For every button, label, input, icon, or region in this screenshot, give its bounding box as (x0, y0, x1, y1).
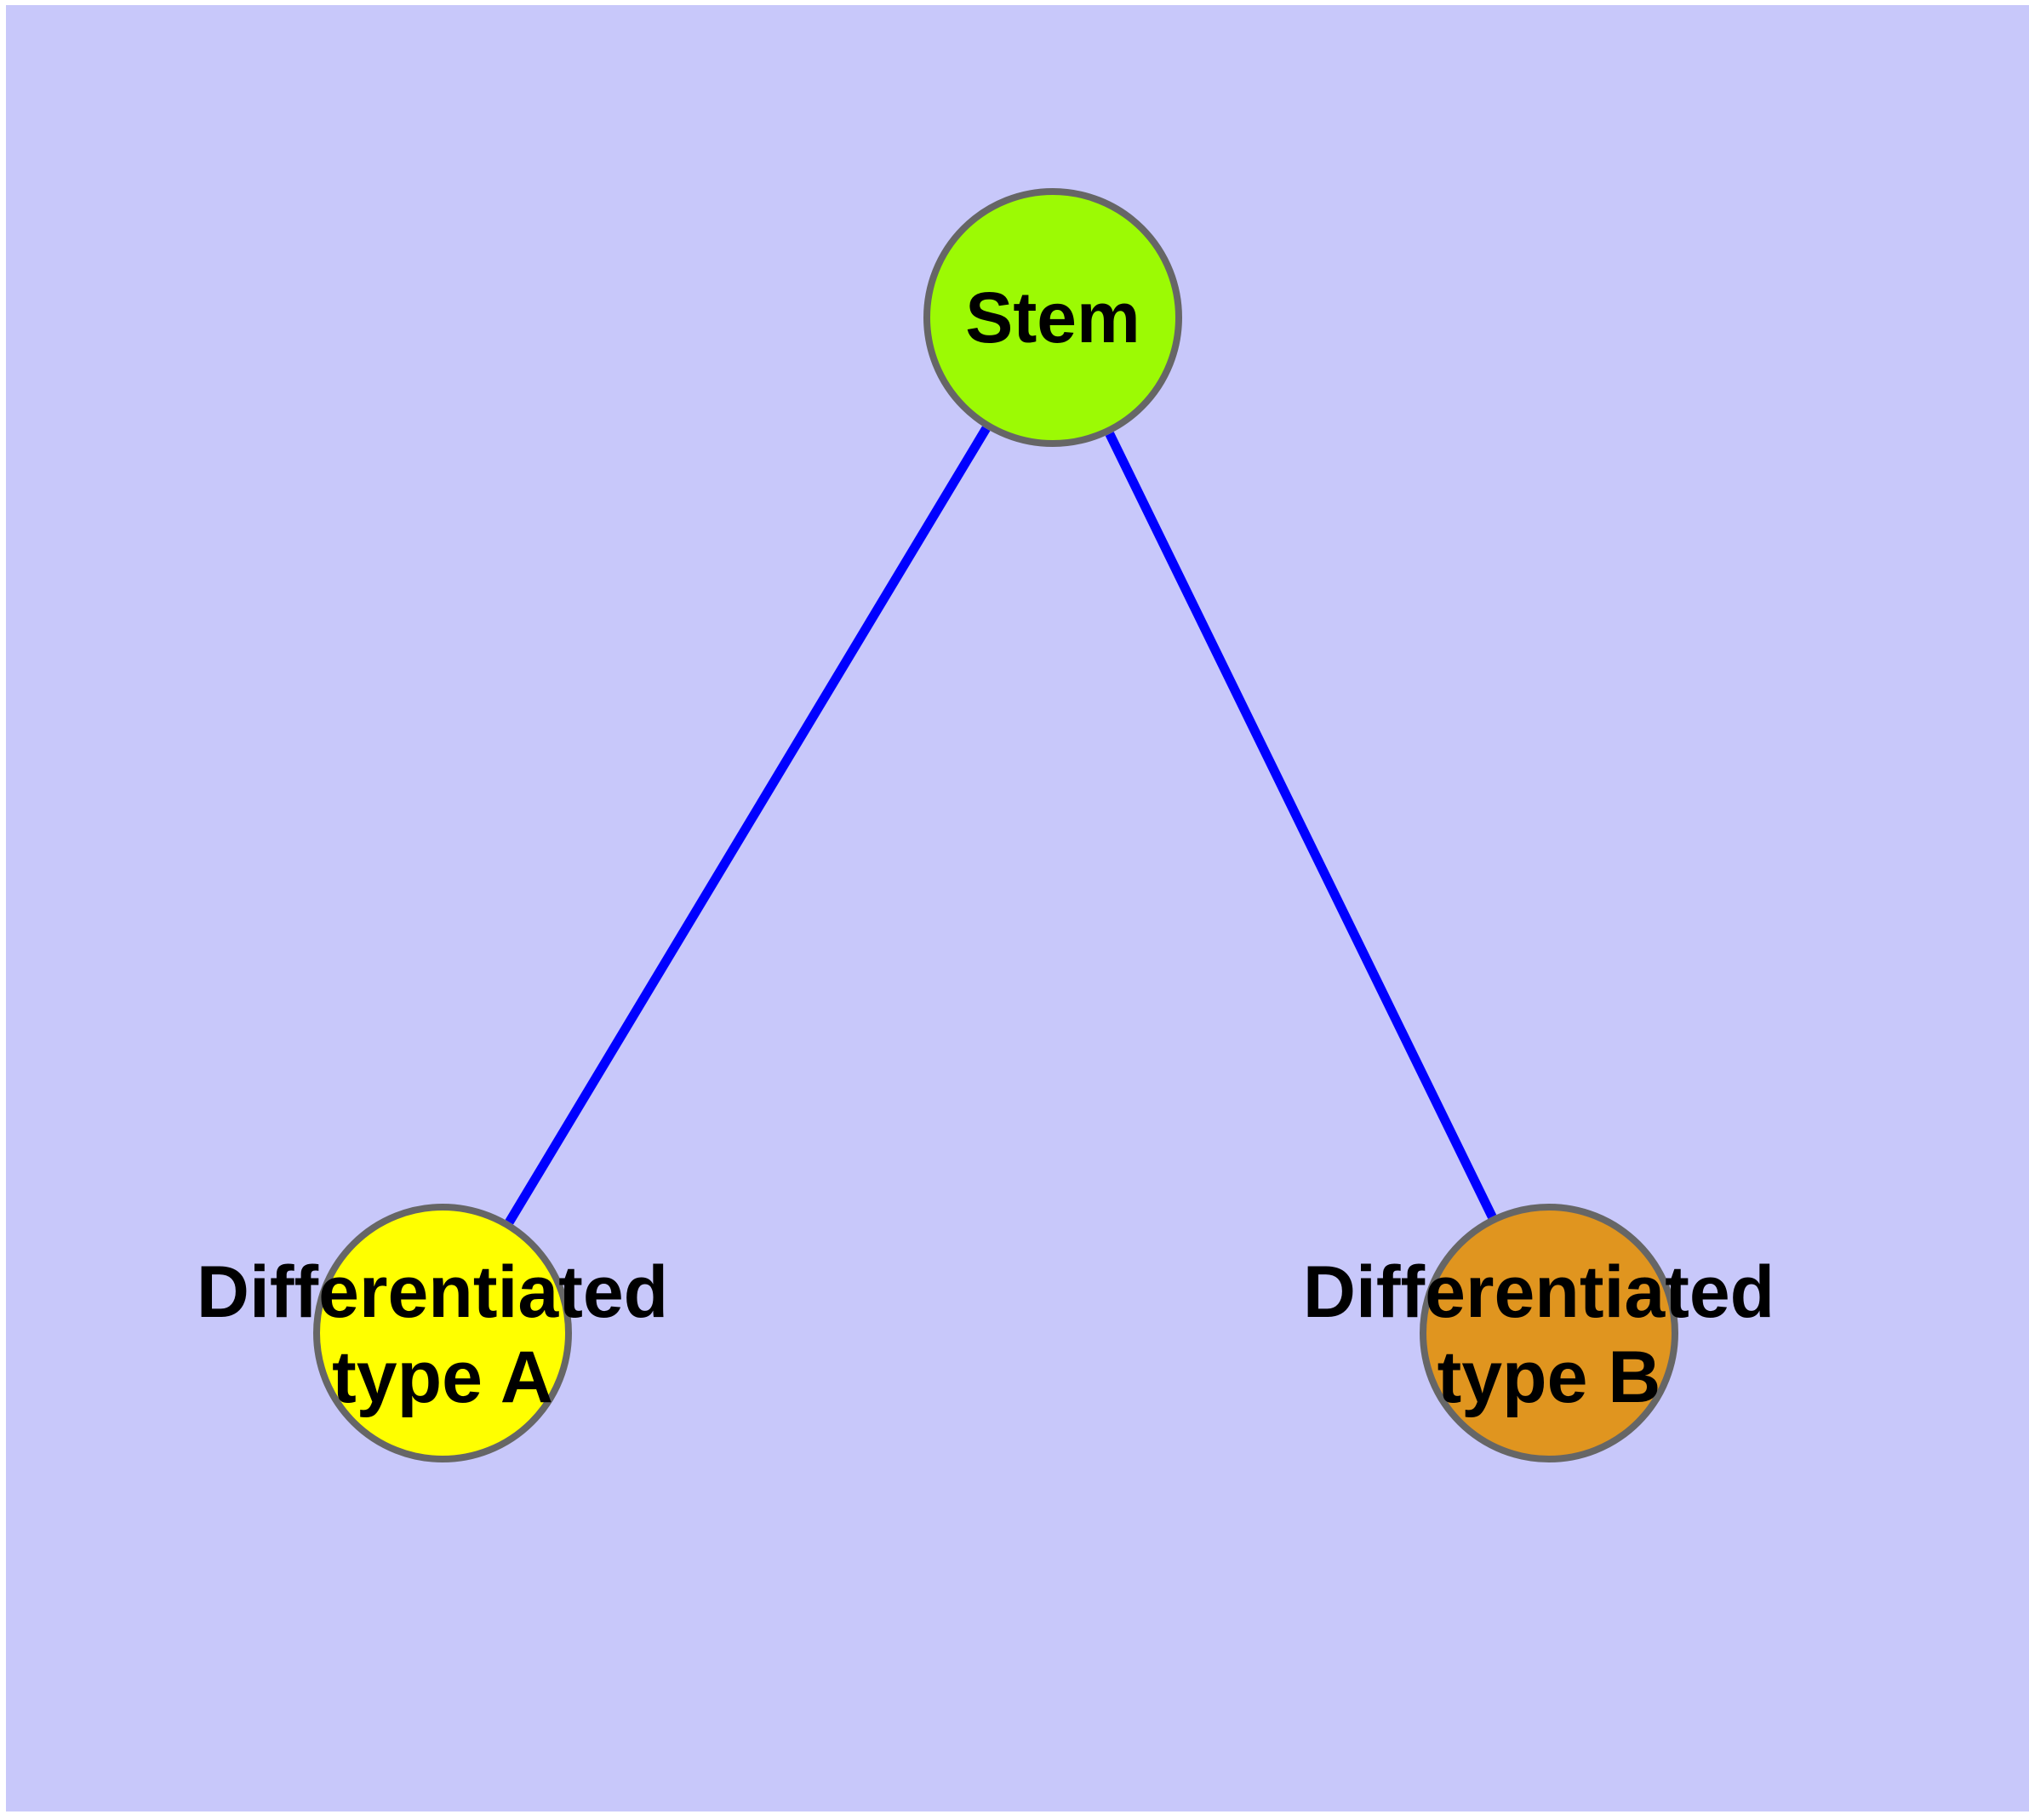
node-differentiated-type-b-circle[interactable] (1420, 1204, 1678, 1462)
node-differentiated-type-a[interactable] (313, 1204, 572, 1462)
edge-stem-to-differentiated-type-b[interactable] (1105, 432, 1497, 1219)
labels-layer: Stem Differentiated type A Differentiate… (197, 278, 1795, 1418)
node-stem[interactable] (923, 188, 1182, 447)
node-differentiated-type-b[interactable] (1420, 1204, 1678, 1462)
node-label-differentiated-type-b: Differentiated type B (1303, 1251, 1795, 1418)
edges-layer (505, 426, 1497, 1225)
node-label-differentiated-type-a: Differentiated type A (197, 1251, 689, 1418)
node-stem-circle[interactable] (923, 188, 1182, 447)
node-label-stem-line-1: Stem (965, 278, 1140, 358)
node-label-stem: Stem (965, 278, 1140, 358)
node-label-differentiated-type-b-line-2: type B (1437, 1336, 1661, 1418)
edge-stem-to-differentiated-type-a[interactable] (505, 426, 991, 1225)
node-label-differentiated-type-b-line-1: Differentiated (1303, 1251, 1775, 1333)
node-label-differentiated-type-a-line-1: Differentiated (197, 1251, 668, 1333)
node-label-differentiated-type-a-line-2: type A (332, 1336, 553, 1418)
nodes-layer (313, 188, 1678, 1462)
node-differentiated-type-a-circle[interactable] (313, 1204, 572, 1462)
